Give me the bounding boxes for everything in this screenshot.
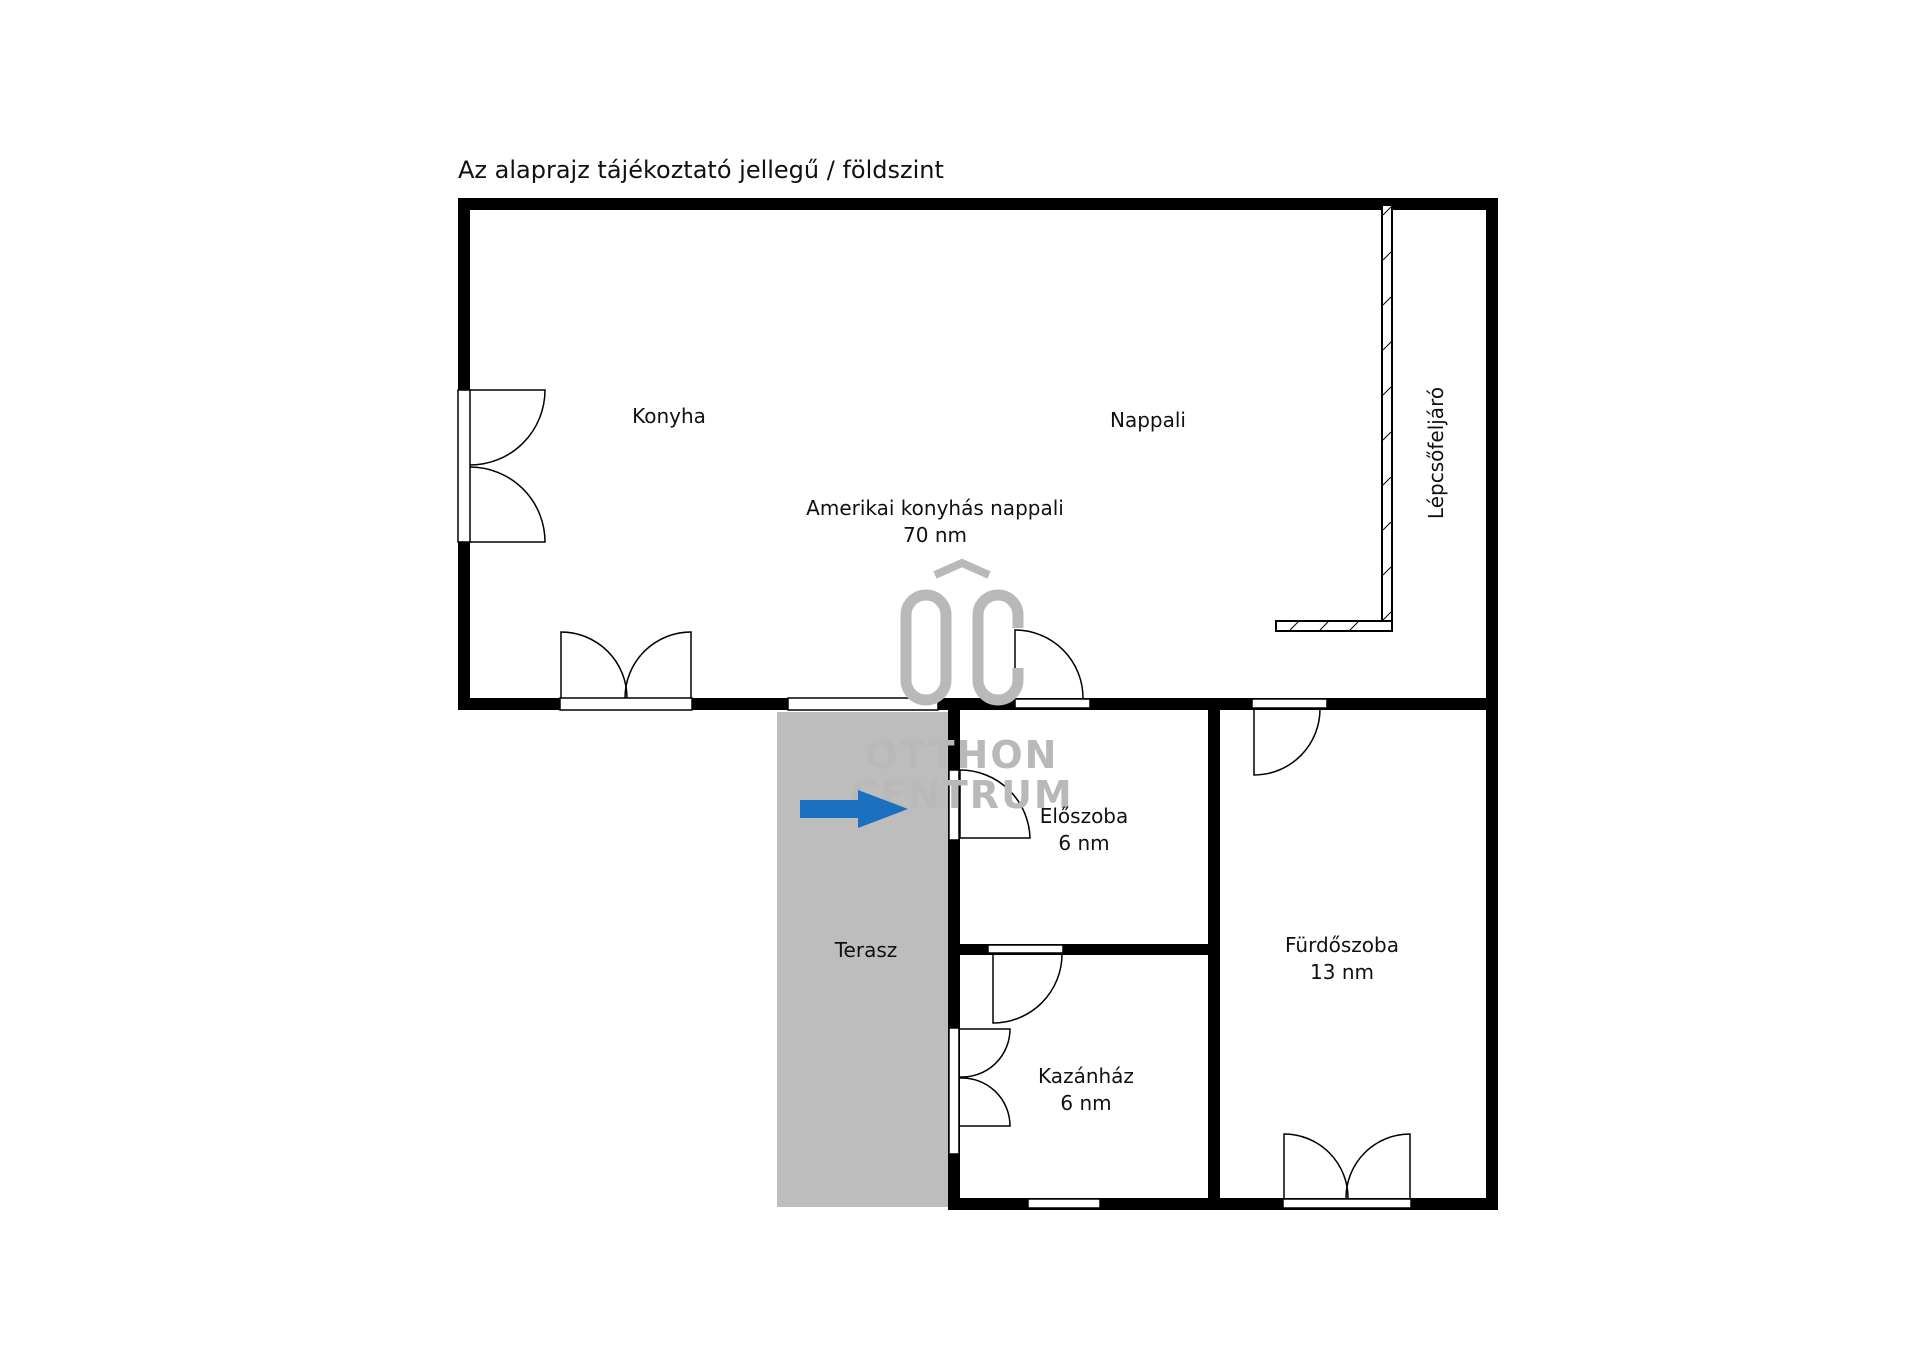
room-label-stair: Lépcsőfeljáró	[1424, 387, 1448, 519]
room-area-bath: 13 nm	[1310, 960, 1374, 984]
window-middle-1	[559, 697, 693, 711]
plan-title: Az alaprajz tájékoztató jellegű / földsz…	[458, 156, 944, 184]
openings	[457, 389, 1412, 1209]
window-boiler-bottom	[1027, 1198, 1101, 1209]
stair-partition	[1275, 204, 1393, 632]
room-label-hall: Előszoba	[1040, 804, 1129, 828]
window-bath-bottom	[1282, 1198, 1412, 1209]
room-area-living: 70 nm	[903, 523, 967, 547]
wall-hall-boiler	[955, 944, 1213, 955]
window-left	[457, 389, 471, 543]
watermark-roof-icon	[933, 558, 991, 579]
room-label-nappali: Nappali	[1110, 408, 1186, 432]
room-area-hall: 6 nm	[1058, 831, 1109, 855]
room-label-bath: Fürdőszoba	[1285, 933, 1399, 957]
room-area-boiler: 6 nm	[1060, 1091, 1111, 1115]
wall-top	[458, 198, 1498, 210]
door-bath-top	[1251, 698, 1328, 709]
watermark-line-1: OTTHON	[866, 733, 1059, 777]
wall-hall-bath	[1208, 705, 1220, 1200]
watermark-c-letter	[972, 589, 1024, 706]
watermark-o-letter	[900, 589, 952, 706]
window-middle-2	[787, 697, 939, 711]
door-boiler-top	[987, 944, 1064, 954]
room-label-boiler: Kazánház	[1038, 1064, 1134, 1088]
watermark: OTTHON CENTRUM	[850, 558, 1072, 817]
door-terrace-boiler	[948, 1027, 960, 1155]
room-label-terrace: Terasz	[834, 938, 898, 962]
room-label-konyha: Konyha	[632, 404, 706, 428]
room-label-living: Amerikai konyhás nappali	[806, 496, 1064, 520]
door-terrace-hall	[948, 769, 960, 841]
door-swings	[469, 389, 1411, 1199]
door-living-hall	[1014, 698, 1091, 709]
wall-middle	[458, 698, 1498, 710]
right-arrow-icon	[800, 790, 908, 828]
